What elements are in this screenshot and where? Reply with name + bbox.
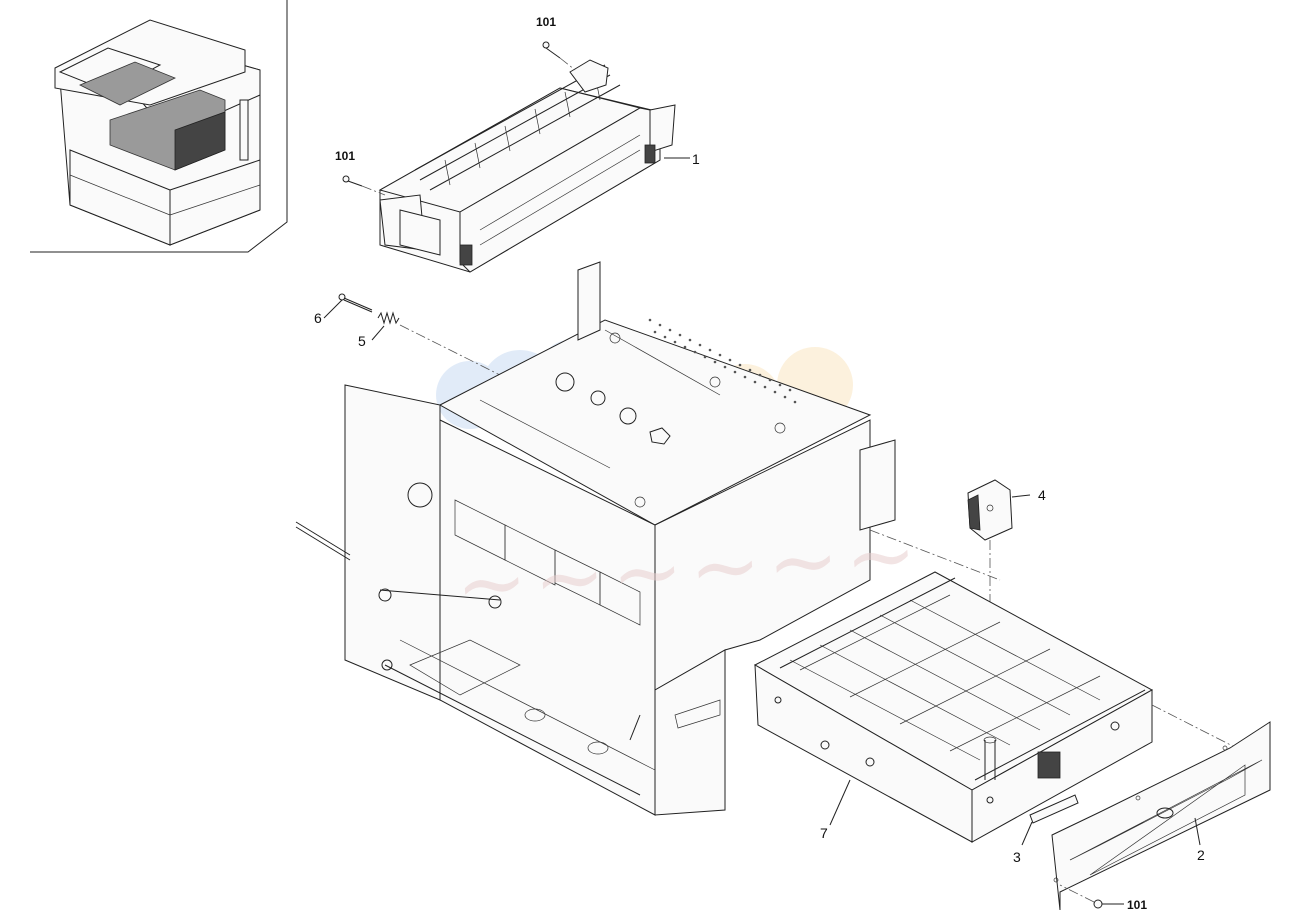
pin-part-6 [338,293,373,313]
drawer-unit-part-7 [753,571,1154,843]
callout-101-left: 101 [335,149,356,163]
callout-2: 2 [1197,847,1205,863]
screw-101-top [542,41,576,71]
main-frame [295,261,896,816]
callout-leaders [323,157,851,826]
callout-101-top: 101 [536,15,557,29]
plate-part-3 [1021,794,1079,846]
callout-7: 7 [820,825,828,841]
callout-4: 4 [1038,487,1046,503]
leader-frame-drawer [869,529,1001,581]
callout-5: 5 [358,333,366,349]
callout-1: 1 [692,151,700,167]
callout-6: 6 [314,310,322,326]
screw-101-bottom [1059,884,1124,909]
screw-101-left [342,175,386,196]
fuser-unit-part-1 [378,59,676,273]
side-cover-part-2 [1051,721,1271,911]
callout-101-bottom: 101 [1127,898,1148,912]
callout-3: 3 [1013,849,1021,865]
inset-printer-overview [30,0,288,253]
